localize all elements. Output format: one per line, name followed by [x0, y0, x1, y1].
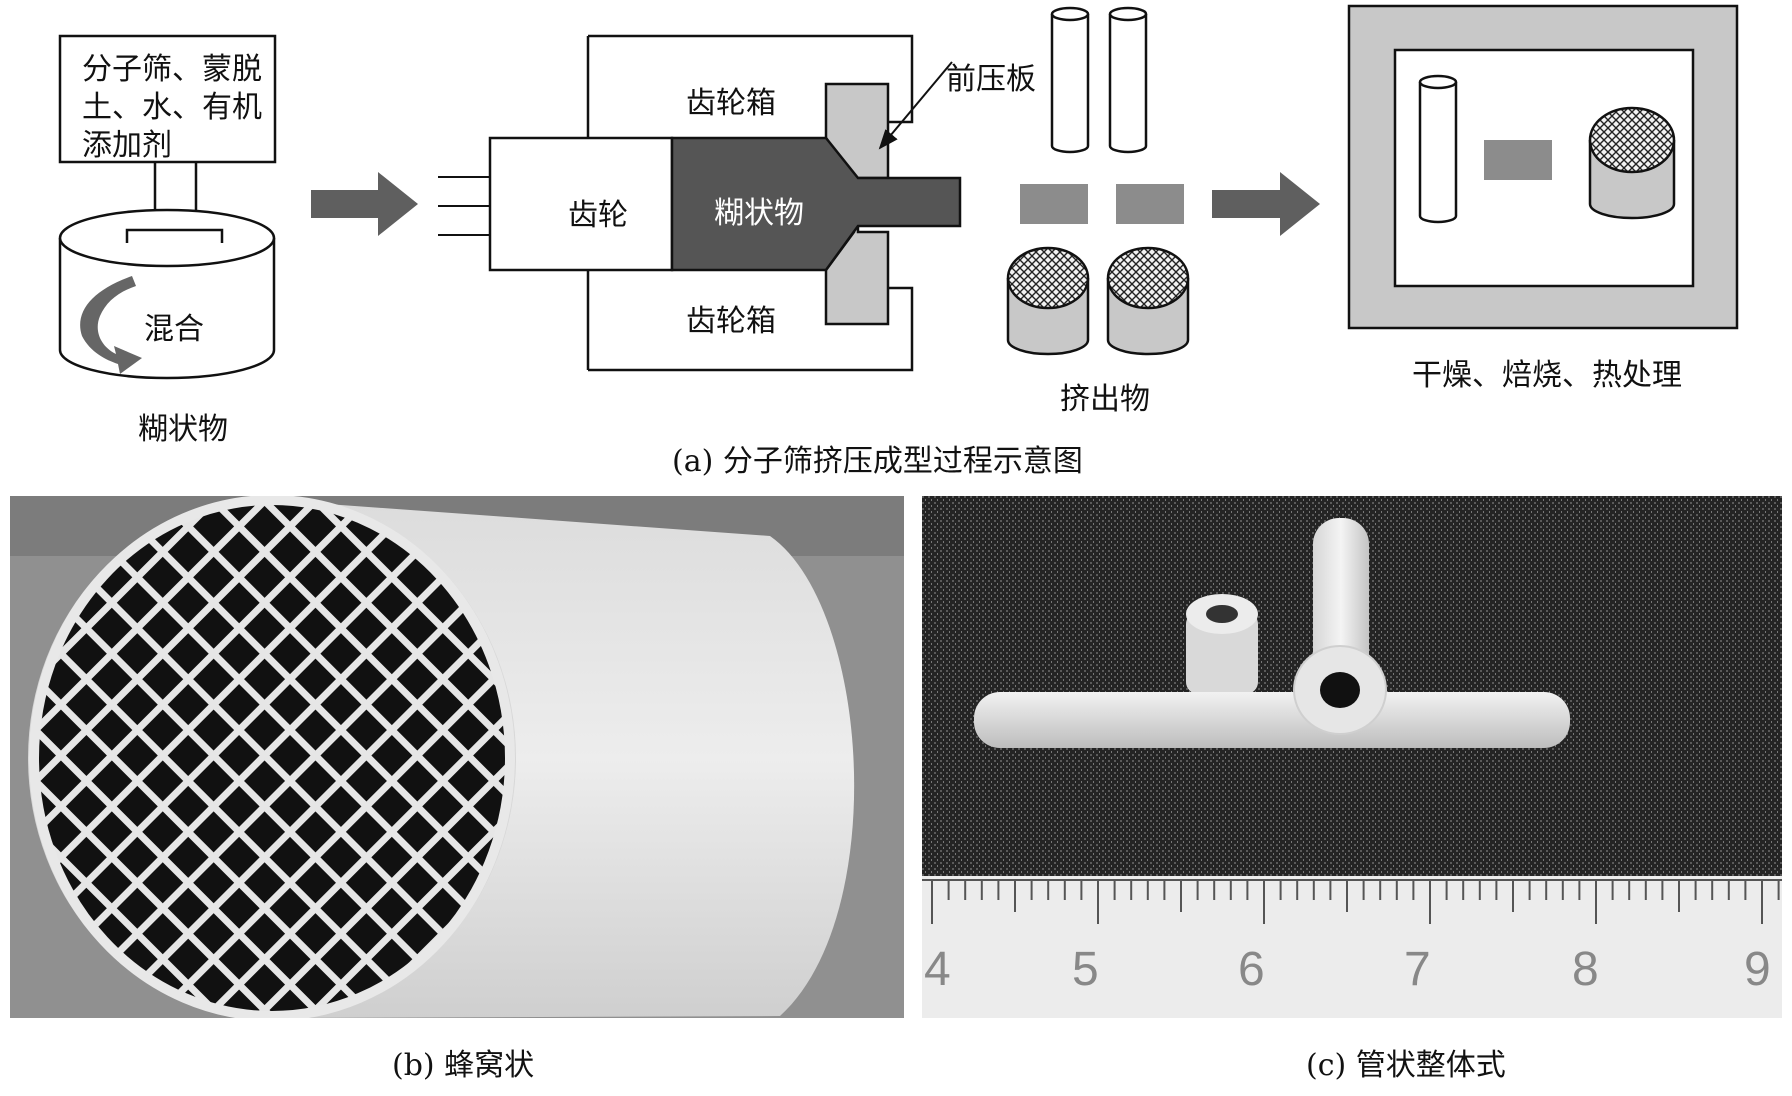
materials-line-2: 土、水、有机: [82, 90, 262, 125]
paste-caption: 糊状物: [138, 412, 228, 447]
gearbox-top-label: 齿轮箱: [686, 86, 776, 121]
ruler-number-4: 4: [924, 943, 951, 996]
ruler-number-9: 9: [1744, 943, 1771, 996]
caption-b: (b) 蜂窝状: [392, 1048, 535, 1083]
ruler-number-6: 6: [1238, 943, 1265, 996]
honeycomb-extrudates: [1006, 246, 1190, 356]
gearbox-bottom-label: 齿轮箱: [686, 304, 776, 339]
extrusion-schematic: [58, 4, 1739, 380]
ruler-number-7: 7: [1404, 943, 1431, 996]
mixing-arrow-icon: [80, 276, 142, 374]
honeycomb-monolith: [10, 496, 904, 1018]
paste-in-extruder-label: 糊状物: [714, 196, 804, 231]
photo-tubular: 4 5 6 7 8 9: [922, 496, 1782, 1018]
front-plate-label: 前压板: [946, 62, 1036, 97]
tubular-monoliths: [922, 496, 1782, 1018]
mixing-drum: [58, 208, 276, 380]
mixing-label: 混合: [144, 312, 204, 347]
photo-honeycomb: [10, 496, 904, 1018]
materials-line-3: 添加剂: [82, 128, 172, 163]
treatment-caption: 干燥、焙烧、热处理: [1412, 358, 1682, 393]
extrudate-caption: 挤出物: [1060, 382, 1150, 417]
caption-c: (c) 管状整体式: [1306, 1048, 1506, 1083]
extruded-rods: [1050, 6, 1148, 154]
gray-slab-1: [1020, 184, 1088, 224]
paste-body: [670, 136, 962, 272]
ruler-number-8: 8: [1572, 943, 1599, 996]
process-arrow-1: [311, 172, 418, 236]
materials-line-1: 分子筛、蒙脱: [82, 52, 262, 87]
gray-slab-2: [1116, 184, 1184, 224]
extruder: [488, 34, 962, 372]
oven: [1347, 4, 1739, 330]
process-arrow-2: [1212, 172, 1320, 236]
ruler-number-5: 5: [1072, 943, 1099, 996]
caption-a: (a) 分子筛挤压成型过程示意图: [672, 444, 1083, 479]
gear-label: 齿轮: [568, 198, 628, 233]
